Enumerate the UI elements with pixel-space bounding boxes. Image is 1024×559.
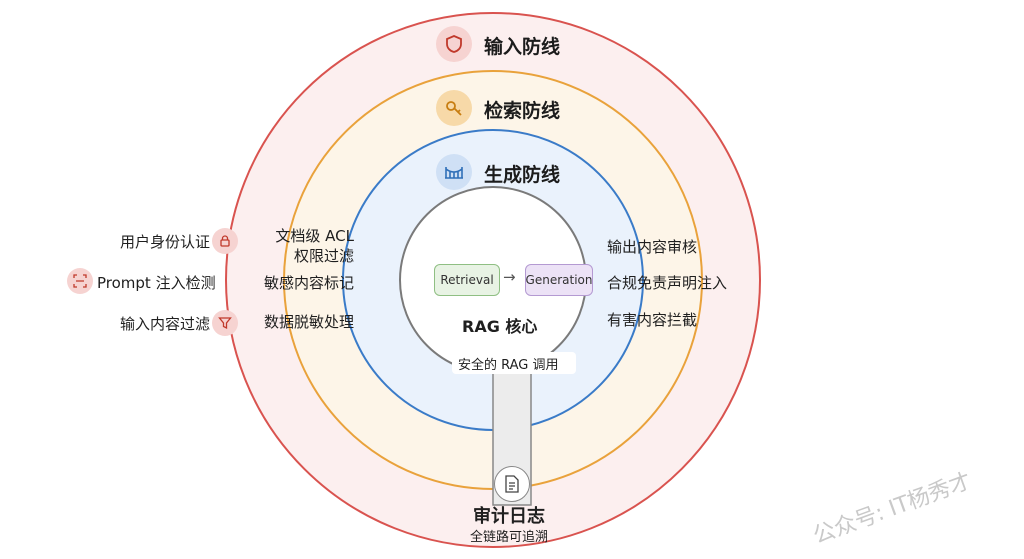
retrieval-layer-title: 检索防线 xyxy=(484,100,561,122)
input-item-filter: 输入内容过滤 xyxy=(119,315,210,333)
audit-title: 审计日志 xyxy=(473,506,545,527)
filter-icon xyxy=(212,310,238,336)
arrow-icon: → xyxy=(503,268,516,286)
retrieval-item-acl-sub: 权限过滤 xyxy=(293,247,354,265)
generation-box: Generation xyxy=(525,264,593,296)
input-item-auth: 用户身份认证 xyxy=(119,233,210,251)
shield-icon xyxy=(436,26,472,62)
input-item-injection: Prompt 注入检测 xyxy=(97,274,216,292)
retrieval-item-desensitize: 数据脱敏处理 xyxy=(263,313,354,331)
generation-layer-title: 生成防线 xyxy=(484,164,561,186)
generation-item-block: 有害内容拦截 xyxy=(607,311,698,329)
audit-subtitle: 全链路可追溯 xyxy=(470,530,549,545)
rag-core-title: RAG 核心 xyxy=(462,317,538,336)
safe-call-label: 安全的 RAG 调用 xyxy=(458,358,559,373)
retrieval-item-acl: 文档级 ACL xyxy=(275,227,354,245)
retrieval-item-sensitive: 敏感内容标记 xyxy=(263,274,354,292)
retrieval-box: Retrieval xyxy=(434,264,500,296)
bridge-icon xyxy=(436,154,472,190)
key-icon xyxy=(436,90,472,126)
generation-item-review: 输出内容审核 xyxy=(607,238,698,256)
document-icon xyxy=(494,466,530,502)
scan-icon xyxy=(67,268,93,294)
lock-icon xyxy=(212,228,238,254)
generation-item-disclaimer: 合规免责声明注入 xyxy=(607,274,728,292)
input-layer-title: 输入防线 xyxy=(484,36,561,58)
